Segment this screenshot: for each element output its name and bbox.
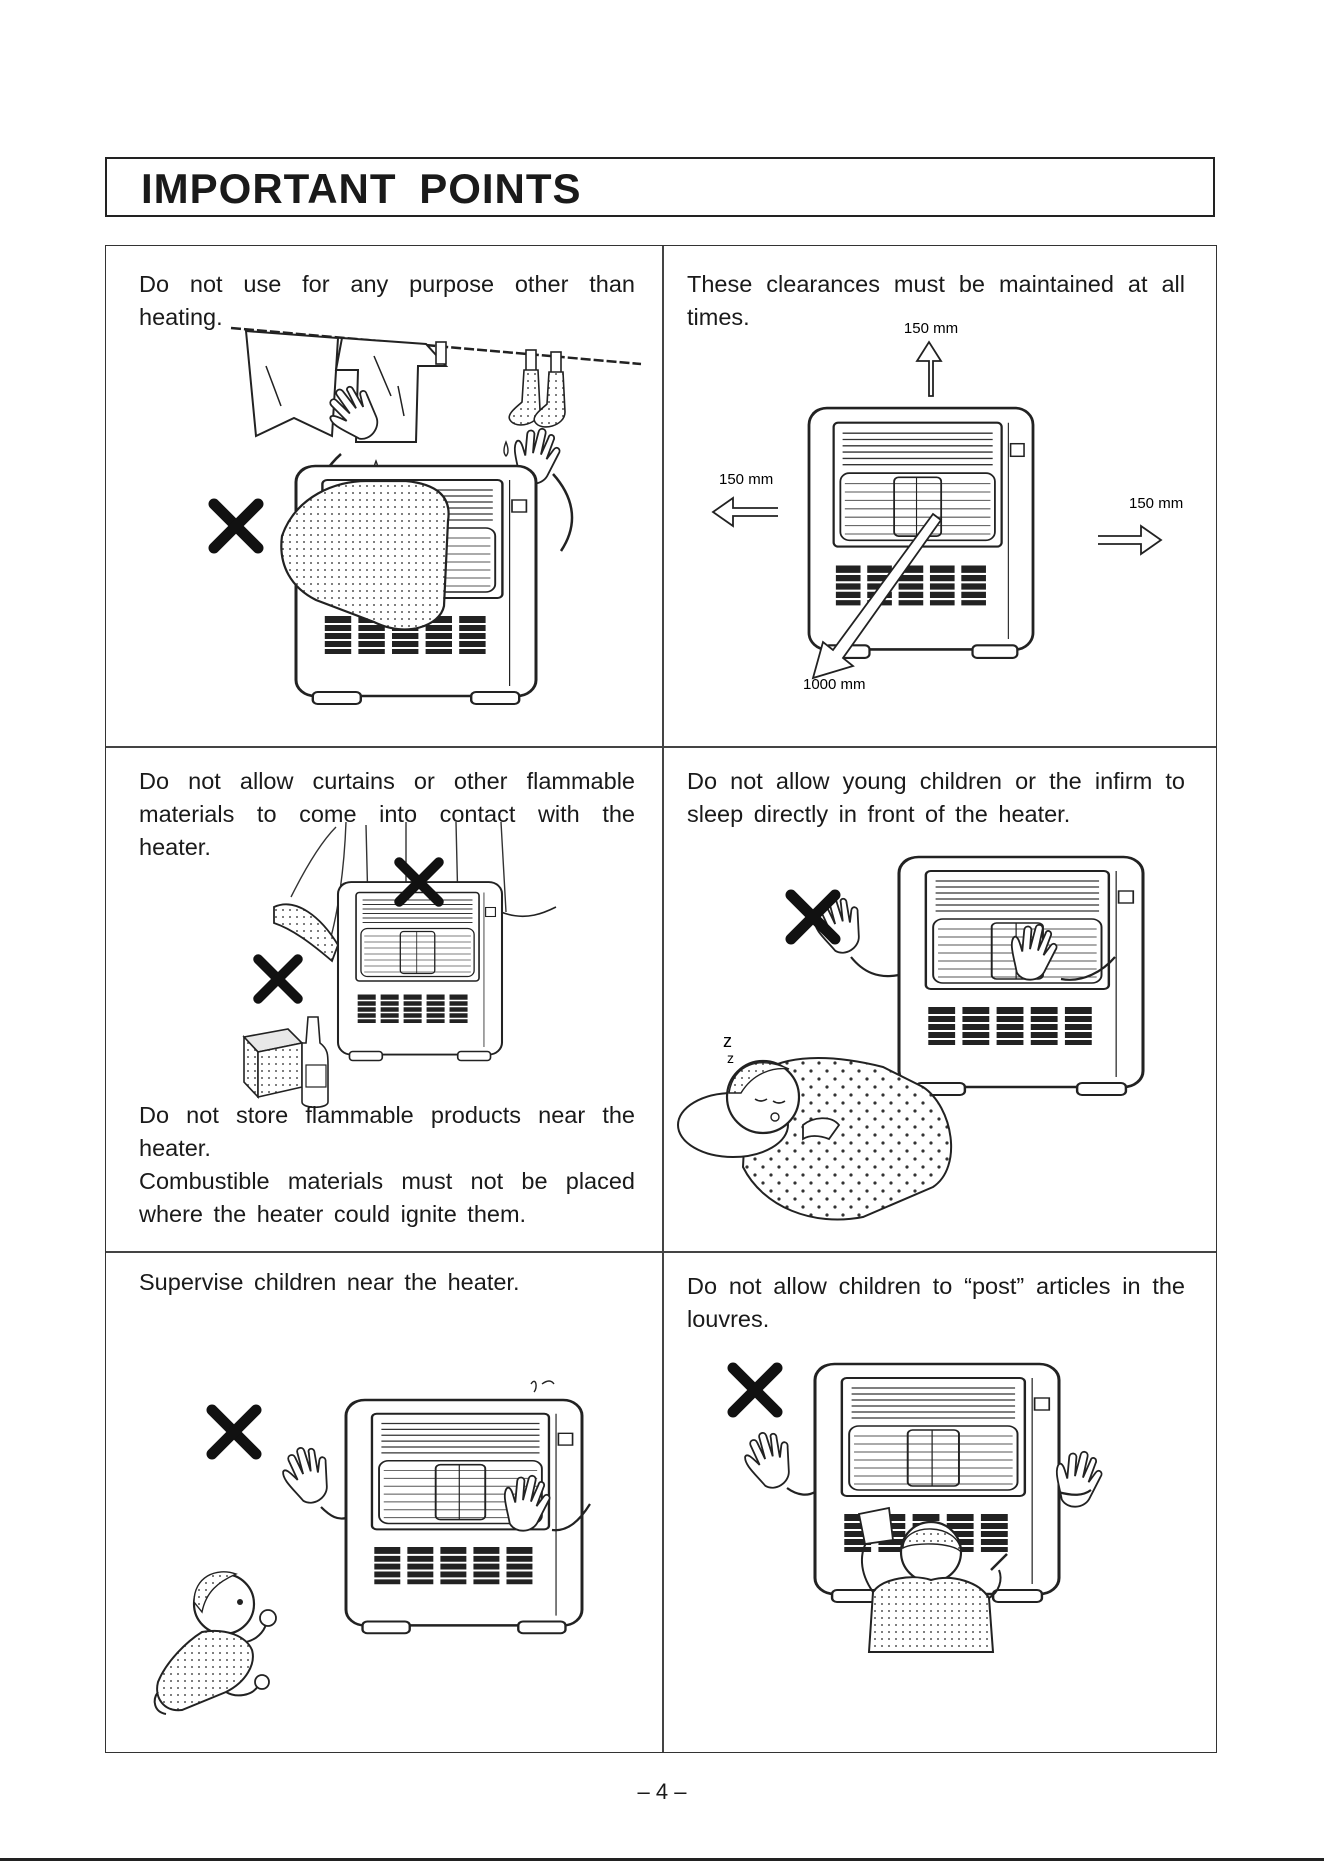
grid-divider-row-2 bbox=[106, 1251, 1216, 1253]
points-grid: Do not use for any purpose other than he… bbox=[105, 245, 1217, 1753]
panel-text: Supervise children near the heater. bbox=[139, 1269, 520, 1295]
illustration-child-louvres bbox=[663, 1362, 1106, 1653]
grid-divider-vertical bbox=[662, 246, 664, 1752]
illustration-clearances: 150 mm 150 mm 150 mm 1000 mm bbox=[711, 320, 1183, 693]
panel-text: Do not allow young children or the infir… bbox=[687, 768, 1185, 827]
panel-louvres: Do not allow children to “post” articles… bbox=[663, 1252, 1218, 1752]
panel-curtains: Do not allow curtains or other flammable… bbox=[106, 747, 662, 1251]
panel-text: Do not use for any purpose other than he… bbox=[139, 271, 635, 330]
panel-text-2: Do not store flammable products near the… bbox=[139, 1102, 635, 1161]
panel-text: These clearances must be maintained at a… bbox=[687, 271, 1185, 330]
panel-text: Do not allow curtains or other flammable… bbox=[139, 768, 635, 860]
page-title: IMPORTANT POINTS bbox=[141, 165, 582, 212]
illustration-supervise-child bbox=[153, 1380, 591, 1715]
panel-text-3: Combustible materials must not be placed… bbox=[139, 1168, 635, 1227]
illustration-clothes-drying bbox=[106, 326, 642, 706]
illustration-sleeping-child: z z bbox=[677, 855, 1145, 1221]
illustration-curtains bbox=[242, 821, 557, 1109]
panel-text: Do not allow children to “post” articles… bbox=[687, 1273, 1185, 1332]
bottom-rule bbox=[0, 1858, 1324, 1861]
panel-clearances: These clearances must be maintained at a… bbox=[663, 246, 1218, 746]
snore-z-small: z bbox=[727, 1050, 734, 1066]
page-number: – 4 – bbox=[637, 1779, 687, 1804]
grid-divider-row-1 bbox=[106, 746, 1216, 748]
clearance-left-label: 150 mm bbox=[719, 471, 773, 488]
title-box: IMPORTANT POINTS bbox=[105, 157, 1215, 217]
clearance-front-label: 1000 mm bbox=[803, 676, 866, 693]
panel-sleeping: Do not allow young children or the infir… bbox=[663, 747, 1218, 1251]
snore-z: z bbox=[723, 1031, 732, 1051]
panel-supervise: Supervise children near the heater. bbox=[106, 1252, 662, 1752]
clearance-right-label: 150 mm bbox=[1129, 495, 1183, 512]
panel-no-other-purpose: Do not use for any purpose other than he… bbox=[106, 246, 662, 746]
clearance-top-label: 150 mm bbox=[904, 320, 958, 337]
